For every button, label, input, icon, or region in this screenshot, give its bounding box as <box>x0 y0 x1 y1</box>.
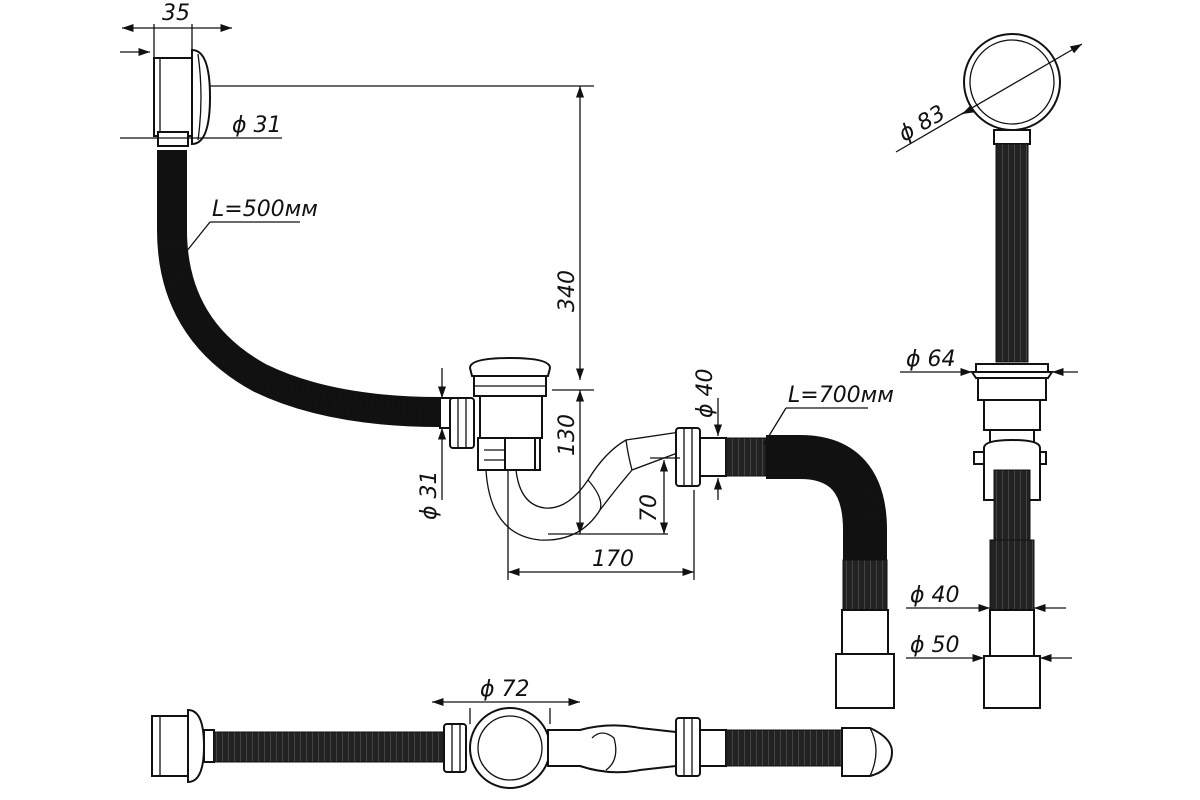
label-35: 35 <box>162 1 190 26</box>
overflow-connector <box>439 397 475 449</box>
drain-body <box>468 356 552 471</box>
dim-35: 35 <box>121 1 232 58</box>
siphon-trap <box>485 431 681 541</box>
outlet-hose <box>725 435 895 709</box>
label-d31-left: ϕ 31 <box>417 471 442 521</box>
overflow-head <box>153 48 212 147</box>
dim-170: 170 <box>507 470 695 580</box>
dim-72: ϕ 72 <box>432 677 580 724</box>
label-d40-trap: ϕ 40 <box>693 369 718 419</box>
dim-40-trap: ϕ 40 <box>693 369 723 500</box>
label-d64: ϕ 64 <box>906 347 956 372</box>
dim-70: 70 <box>637 457 680 534</box>
front-view: 35 ϕ 31 340 L=500мм 130 <box>120 1 895 709</box>
label-d72: ϕ 72 <box>480 677 530 702</box>
dim-340: 340 <box>210 85 594 391</box>
dim-40-side: ϕ 40 <box>906 583 1066 613</box>
overflow-hose <box>157 150 441 427</box>
dim-31-top: ϕ 31 <box>120 47 282 139</box>
leader-l700: L=700мм <box>763 383 894 445</box>
label-l500: L=500мм <box>212 197 318 222</box>
label-d83: ϕ 83 <box>895 101 950 147</box>
label-d50-side: ϕ 50 <box>910 633 960 658</box>
label-130: 130 <box>555 414 580 456</box>
top-view: ϕ 72 <box>151 677 894 789</box>
trap-outlet-nut <box>675 427 727 487</box>
label-340: 340 <box>555 270 580 312</box>
leader-l500: L=500мм <box>185 197 318 253</box>
label-d40-side: ϕ 40 <box>910 583 960 608</box>
label-l700: L=700мм <box>788 383 894 408</box>
dim-31-left: ϕ 31 <box>417 368 447 521</box>
side-view: ϕ 83 ϕ 64 ϕ 40 ϕ 50 <box>895 33 1083 709</box>
label-170: 170 <box>592 547 634 572</box>
dim-64: ϕ 64 <box>900 347 1078 377</box>
dim-50-side: ϕ 50 <box>906 633 1072 663</box>
label-d31-top: ϕ 31 <box>232 113 282 138</box>
dim-130: 130 <box>548 390 668 535</box>
label-70: 70 <box>637 494 662 522</box>
